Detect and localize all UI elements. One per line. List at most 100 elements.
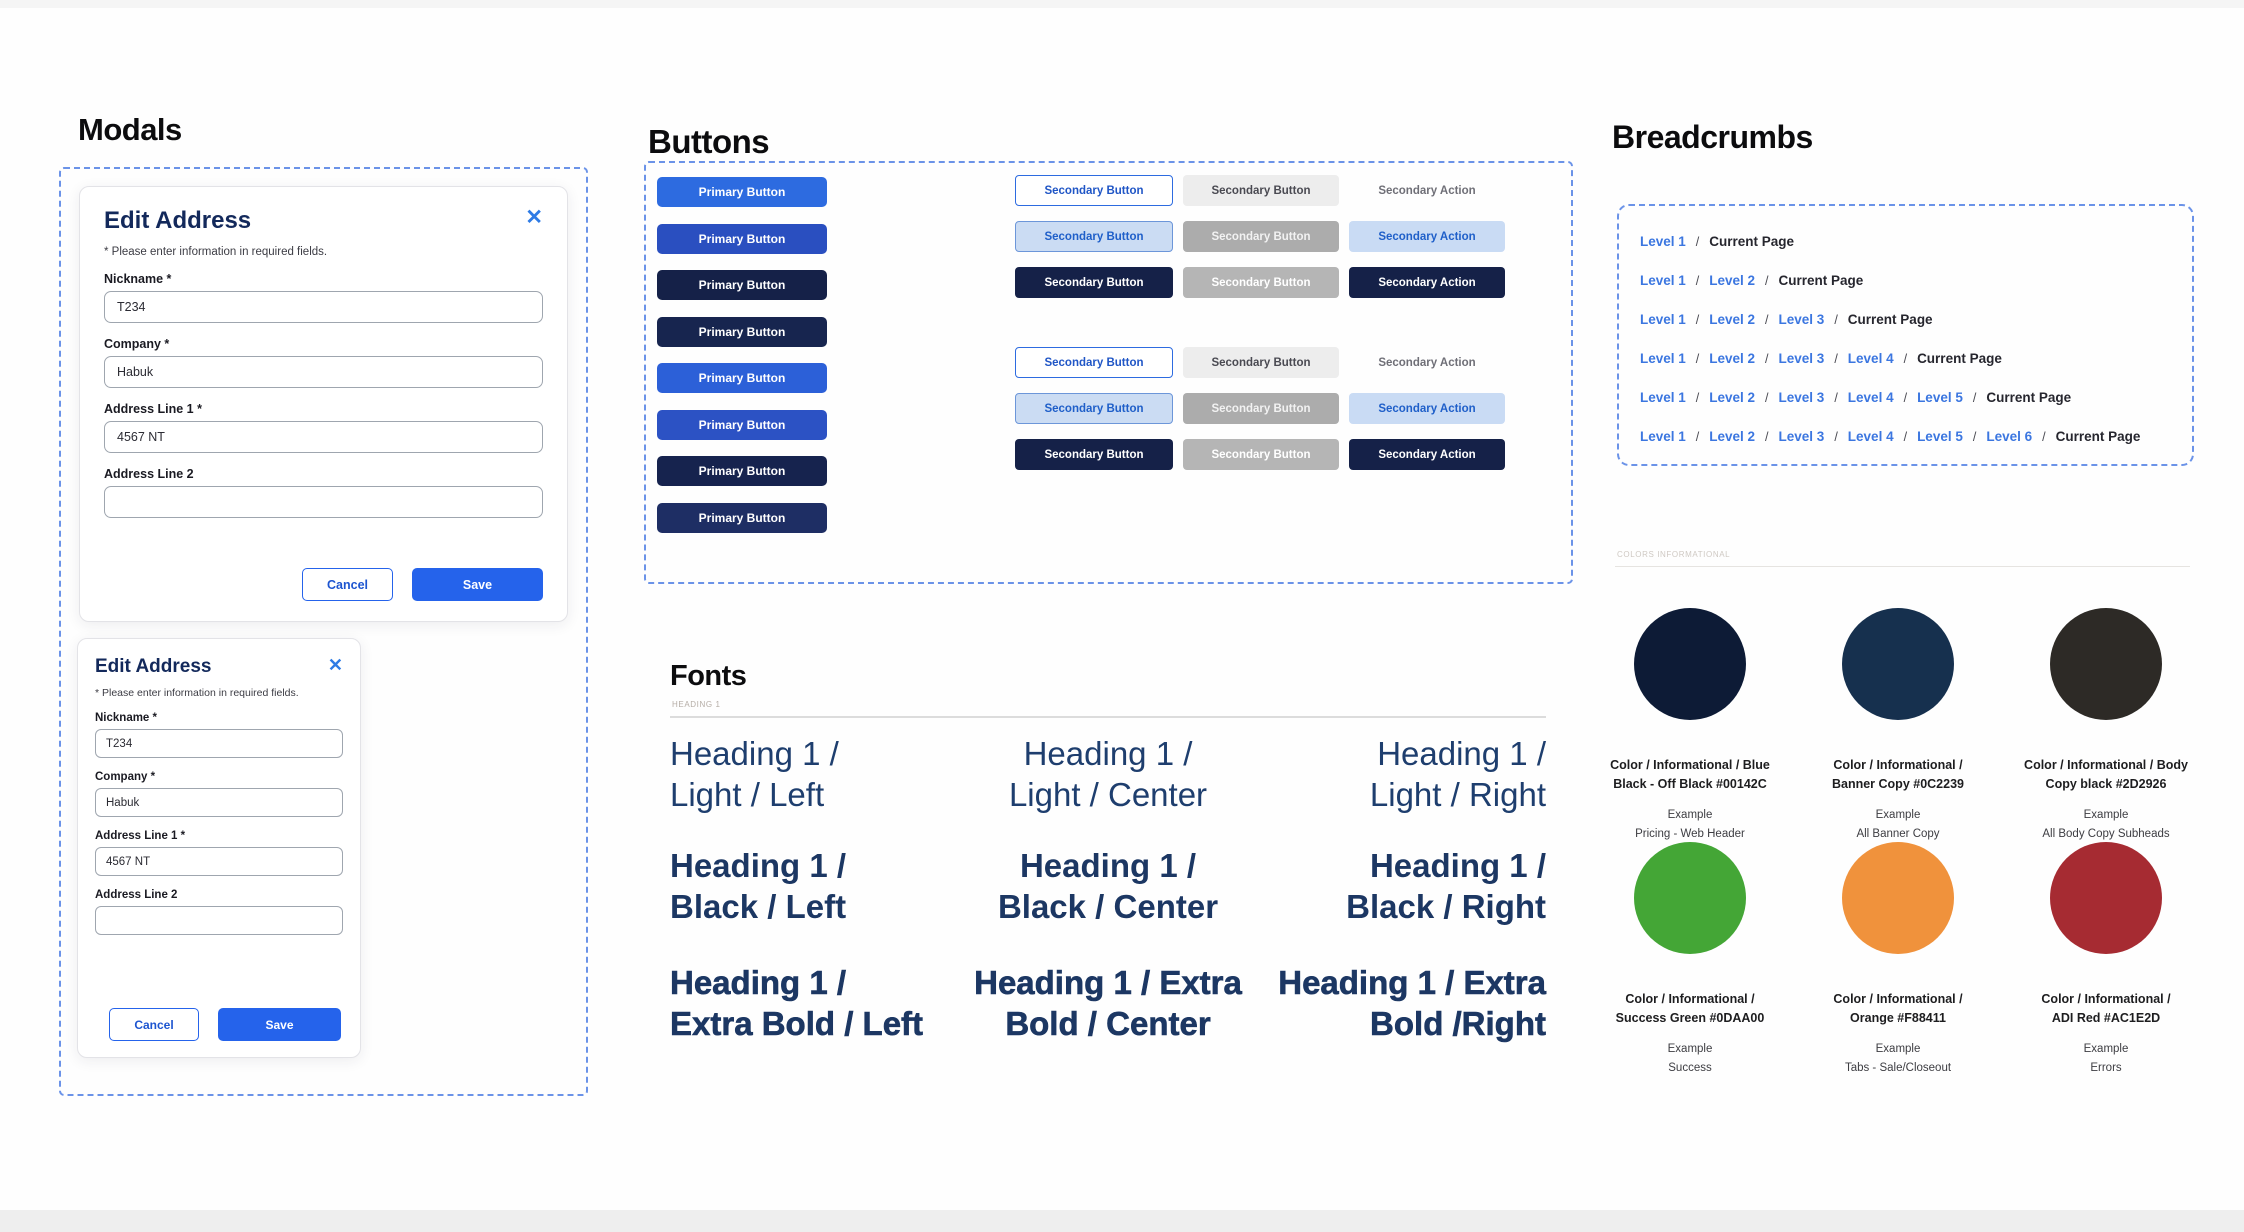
colors-divider bbox=[1615, 566, 2190, 567]
breadcrumb-link[interactable]: Level 1 bbox=[1640, 273, 1686, 288]
secondary-action[interactable]: Secondary Action bbox=[1349, 439, 1505, 470]
secondary-button[interactable]: Secondary Button bbox=[1015, 347, 1173, 378]
breadcrumb-separator: / bbox=[1695, 429, 1700, 444]
breadcrumb-separator: / bbox=[1972, 429, 1977, 444]
breadcrumb-current: Current Page bbox=[1847, 312, 1933, 327]
breadcrumb-link[interactable]: Level 1 bbox=[1640, 390, 1686, 405]
font-row-light: Heading 1 /Light / Left Heading 1 /Light… bbox=[670, 733, 1546, 815]
breadcrumb-link[interactable]: Level 3 bbox=[1778, 429, 1825, 444]
field-label: Company * bbox=[104, 337, 170, 351]
font-specimen: Heading 1 /Light / Left bbox=[670, 735, 839, 813]
breadcrumb-link[interactable]: Level 6 bbox=[1986, 429, 2033, 444]
company-input[interactable] bbox=[95, 788, 343, 817]
color-name: Color / Informational /Orange #F88411 bbox=[1833, 992, 1963, 1025]
breadcrumb-separator: / bbox=[1695, 234, 1700, 249]
address-line-2-input[interactable] bbox=[104, 486, 543, 518]
buttons-section-title: Buttons bbox=[648, 123, 770, 161]
breadcrumb-link[interactable]: Level 3 bbox=[1778, 312, 1825, 327]
color-example-label: Example bbox=[1875, 809, 1921, 821]
breadcrumb-separator: / bbox=[1903, 351, 1908, 366]
breadcrumb-separator: / bbox=[1834, 312, 1838, 327]
cancel-button[interactable]: Cancel bbox=[109, 1008, 199, 1041]
breadcrumb-current: Current Page bbox=[1709, 234, 1795, 249]
breadcrumb-current: Current Page bbox=[2055, 429, 2141, 444]
secondary-button[interactable]: Secondary Button bbox=[1015, 393, 1173, 424]
breadcrumb-link[interactable]: Level 1 bbox=[1640, 429, 1686, 444]
secondary-button[interactable]: Secondary Button bbox=[1015, 221, 1173, 252]
secondary-button[interactable]: Secondary Button bbox=[1015, 175, 1173, 206]
breadcrumb-link[interactable]: Level 1 bbox=[1640, 234, 1686, 249]
address-line-1-input[interactable] bbox=[104, 421, 543, 453]
breadcrumb-link[interactable]: Level 3 bbox=[1778, 390, 1825, 405]
secondary-action[interactable]: Secondary Action bbox=[1349, 393, 1505, 424]
nickname-input[interactable] bbox=[95, 729, 343, 758]
breadcrumb-separator: / bbox=[1972, 390, 1977, 405]
breadcrumb-link[interactable]: Level 2 bbox=[1709, 429, 1756, 444]
breadcrumb: Level 1 / Level 2 / Level 3 / Level 4 / … bbox=[1640, 423, 2140, 450]
breadcrumb-separator: / bbox=[1765, 351, 1769, 366]
color-usage: Errors bbox=[2090, 1062, 2122, 1074]
breadcrumb-separator: / bbox=[1903, 429, 1908, 444]
color-swatch: Color / Informational /Orange #F88411 Ex… bbox=[1794, 842, 2002, 1076]
secondary-button[interactable]: Secondary Button bbox=[1183, 347, 1339, 378]
primary-button[interactable]: Primary Button bbox=[657, 177, 827, 207]
address-line-2-input[interactable] bbox=[95, 906, 343, 935]
color-name: Color / Informational /Success Green #0D… bbox=[1615, 992, 1765, 1025]
address-line-1-input[interactable] bbox=[95, 847, 343, 876]
primary-button[interactable]: Primary Button bbox=[657, 316, 827, 347]
primary-button[interactable]: Primary Button bbox=[657, 409, 827, 440]
color-circle bbox=[1842, 842, 1954, 954]
secondary-button[interactable]: Secondary Button bbox=[1015, 439, 1173, 470]
primary-button[interactable]: Primary Button bbox=[657, 502, 827, 533]
breadcrumb-separator: / bbox=[1695, 273, 1700, 288]
nickname-input[interactable] bbox=[104, 291, 543, 323]
breadcrumb-link[interactable]: Level 2 bbox=[1709, 312, 1756, 327]
secondary-button[interactable]: Secondary Button bbox=[1183, 393, 1339, 424]
modal-title: Edit Address bbox=[95, 656, 212, 677]
breadcrumb-separator: / bbox=[1765, 429, 1769, 444]
primary-button-column: Primary Button Primary Button Primary Bu… bbox=[657, 177, 827, 533]
primary-button[interactable]: Primary Button bbox=[657, 223, 827, 254]
breadcrumb-link[interactable]: Level 4 bbox=[1847, 390, 1894, 405]
breadcrumb-link[interactable]: Level 4 bbox=[1847, 351, 1894, 366]
breadcrumb-link[interactable]: Level 2 bbox=[1709, 390, 1756, 405]
company-input[interactable] bbox=[104, 356, 543, 388]
breadcrumb-separator: / bbox=[1695, 351, 1700, 366]
breadcrumb-link[interactable]: Level 5 bbox=[1917, 390, 1963, 405]
page-edge-bottom bbox=[0, 1210, 2244, 1232]
breadcrumb-separator: / bbox=[1834, 429, 1838, 444]
save-button[interactable]: Save bbox=[218, 1008, 341, 1041]
breadcrumb-link[interactable]: Level 5 bbox=[1917, 429, 1963, 444]
page-edge-top bbox=[0, 0, 2244, 8]
primary-button[interactable]: Primary Button bbox=[657, 270, 827, 300]
secondary-action[interactable]: Secondary Action bbox=[1349, 347, 1505, 378]
breadcrumb-separator: / bbox=[1765, 273, 1769, 288]
save-button[interactable]: Save bbox=[412, 568, 543, 601]
secondary-action[interactable]: Secondary Action bbox=[1349, 267, 1505, 298]
breadcrumb-separator: / bbox=[1765, 390, 1769, 405]
modals-panel bbox=[59, 167, 588, 1096]
breadcrumb-link[interactable]: Level 1 bbox=[1640, 312, 1686, 327]
breadcrumb-link[interactable]: Level 2 bbox=[1709, 351, 1756, 366]
secondary-action[interactable]: Secondary Action bbox=[1349, 221, 1505, 252]
secondary-button[interactable]: Secondary Button bbox=[1183, 175, 1339, 206]
breadcrumb-link[interactable]: Level 3 bbox=[1778, 351, 1825, 366]
secondary-action[interactable]: Secondary Action bbox=[1349, 175, 1505, 206]
cancel-button[interactable]: Cancel bbox=[302, 568, 393, 601]
secondary-button[interactable]: Secondary Button bbox=[1015, 267, 1173, 298]
breadcrumb-link[interactable]: Level 4 bbox=[1847, 429, 1894, 444]
breadcrumb-separator: / bbox=[2042, 429, 2046, 444]
color-example-label: Example bbox=[2083, 1043, 2129, 1055]
breadcrumb-separator: / bbox=[1834, 351, 1838, 366]
color-swatch: Color / Informational /ADI Red #AC1E2D E… bbox=[2002, 842, 2210, 1076]
breadcrumb-link[interactable]: Level 2 bbox=[1709, 273, 1756, 288]
close-icon[interactable]: ✕ bbox=[525, 206, 543, 229]
secondary-button[interactable]: Secondary Button bbox=[1183, 439, 1339, 470]
breadcrumb-link[interactable]: Level 1 bbox=[1640, 351, 1686, 366]
primary-button[interactable]: Primary Button bbox=[657, 456, 827, 486]
secondary-button[interactable]: Secondary Button bbox=[1183, 267, 1339, 298]
close-icon[interactable]: ✕ bbox=[327, 655, 343, 675]
primary-button[interactable]: Primary Button bbox=[657, 363, 827, 393]
secondary-button[interactable]: Secondary Button bbox=[1183, 221, 1339, 252]
